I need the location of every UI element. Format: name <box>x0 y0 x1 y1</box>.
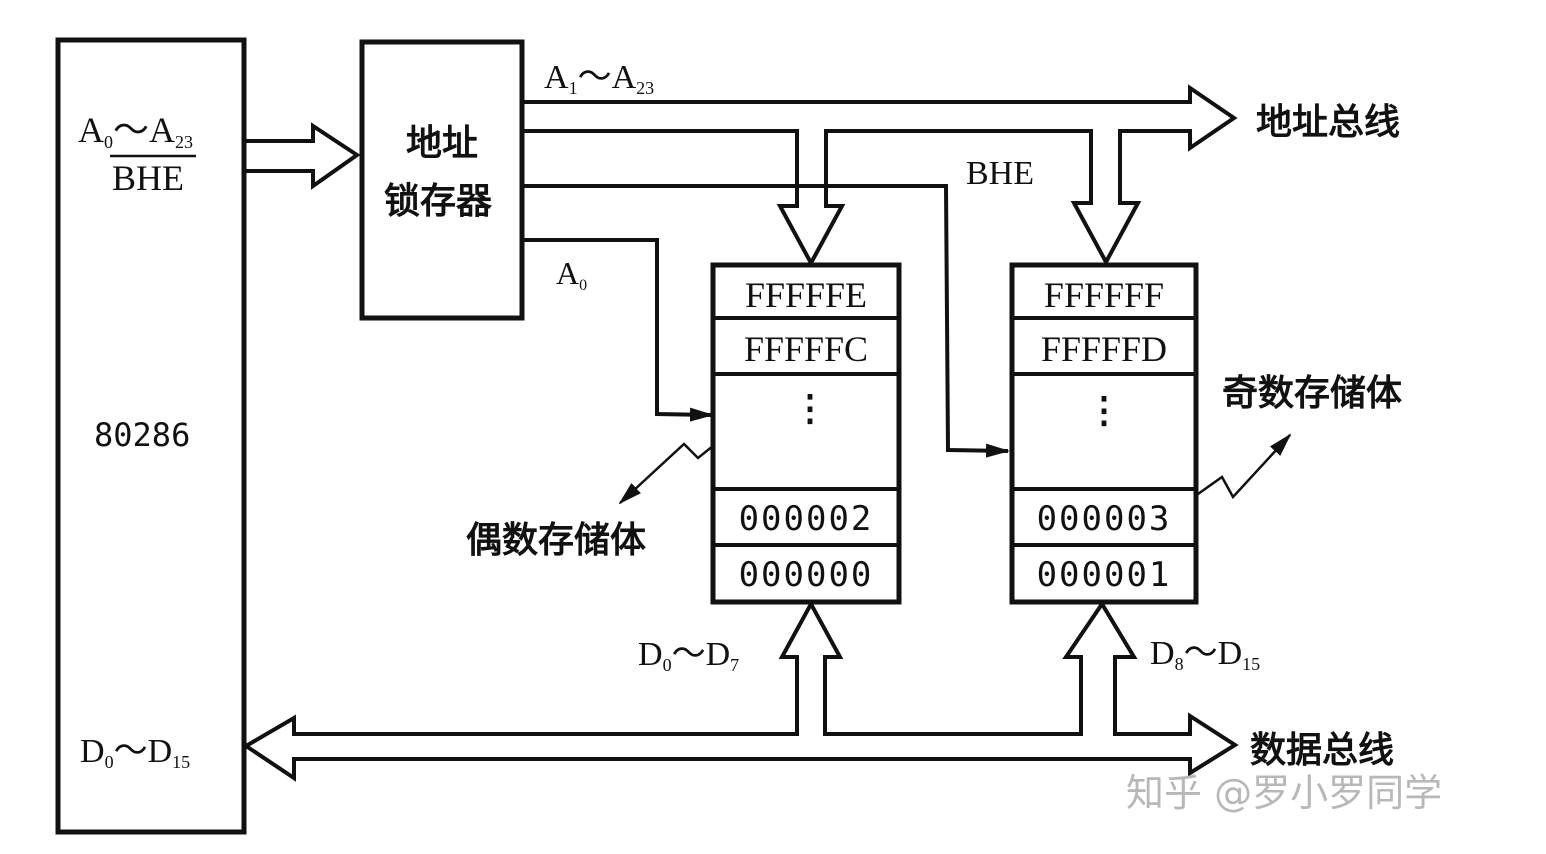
a1-a23-label: A1～A23 <box>544 59 654 98</box>
even-cell-0: FFFFFE <box>745 275 867 315</box>
bhe-signal-line <box>522 184 1010 458</box>
latch-label-line2: 锁存器 <box>384 181 493 222</box>
odd-cell-4: 000001 <box>1037 555 1172 595</box>
even-cell-1: FFFFFC <box>744 329 868 369</box>
bhe-signal-label: BHE <box>966 155 1034 192</box>
cpu-bhe-label: BHE <box>112 158 184 198</box>
data-bus-arrow <box>242 599 1239 782</box>
odd-bank-label: 奇数存储体 <box>1222 373 1402 414</box>
cpu-block: A0～A23 BHE 80286 D0～D15 <box>55 37 247 835</box>
odd-memory-bank: FFFFFF FFFFFD ⋮ 000003 000001 <box>1009 262 1199 605</box>
even-bank-label: 偶数存储体 <box>466 520 646 561</box>
address-bus-label: 地址总线 <box>1256 102 1400 143</box>
data-bus-label: 数据总线 <box>1250 730 1394 771</box>
address-latch-block: 地址 锁存器 <box>359 39 525 321</box>
d0-d7-label: D0～D7 <box>638 636 739 675</box>
odd-bank-pointer <box>1197 433 1292 500</box>
a0-signal-label: A0 <box>556 255 587 294</box>
even-bank-pointer <box>618 442 714 505</box>
latch-label-line1: 地址 <box>406 123 478 164</box>
odd-cell-3: 000003 <box>1037 499 1172 539</box>
address-bus-arrow <box>522 84 1238 268</box>
d8-d15-label: D8～D15 <box>1150 635 1260 674</box>
even-cell-4: 000000 <box>739 555 874 595</box>
watermark: 知乎 @罗小罗同学 <box>1126 771 1442 815</box>
even-ellipsis: ⋮ <box>792 388 828 428</box>
a0-signal-line <box>522 238 714 422</box>
odd-cell-0: FFFFFF <box>1044 275 1164 315</box>
odd-cell-1: FFFFFD <box>1041 329 1167 369</box>
cpu-to-latch-arrow <box>244 122 361 190</box>
cpu-data-pins-label: D0～D15 <box>80 733 190 772</box>
even-memory-bank: FFFFFE FFFFFC ⋮ 000002 000000 <box>710 262 902 605</box>
odd-ellipsis: ⋮ <box>1086 390 1122 430</box>
even-cell-3: 000002 <box>739 499 874 539</box>
cpu-name: 80286 <box>94 416 190 454</box>
cpu-address-pins-label: A0～A23 <box>78 110 193 152</box>
